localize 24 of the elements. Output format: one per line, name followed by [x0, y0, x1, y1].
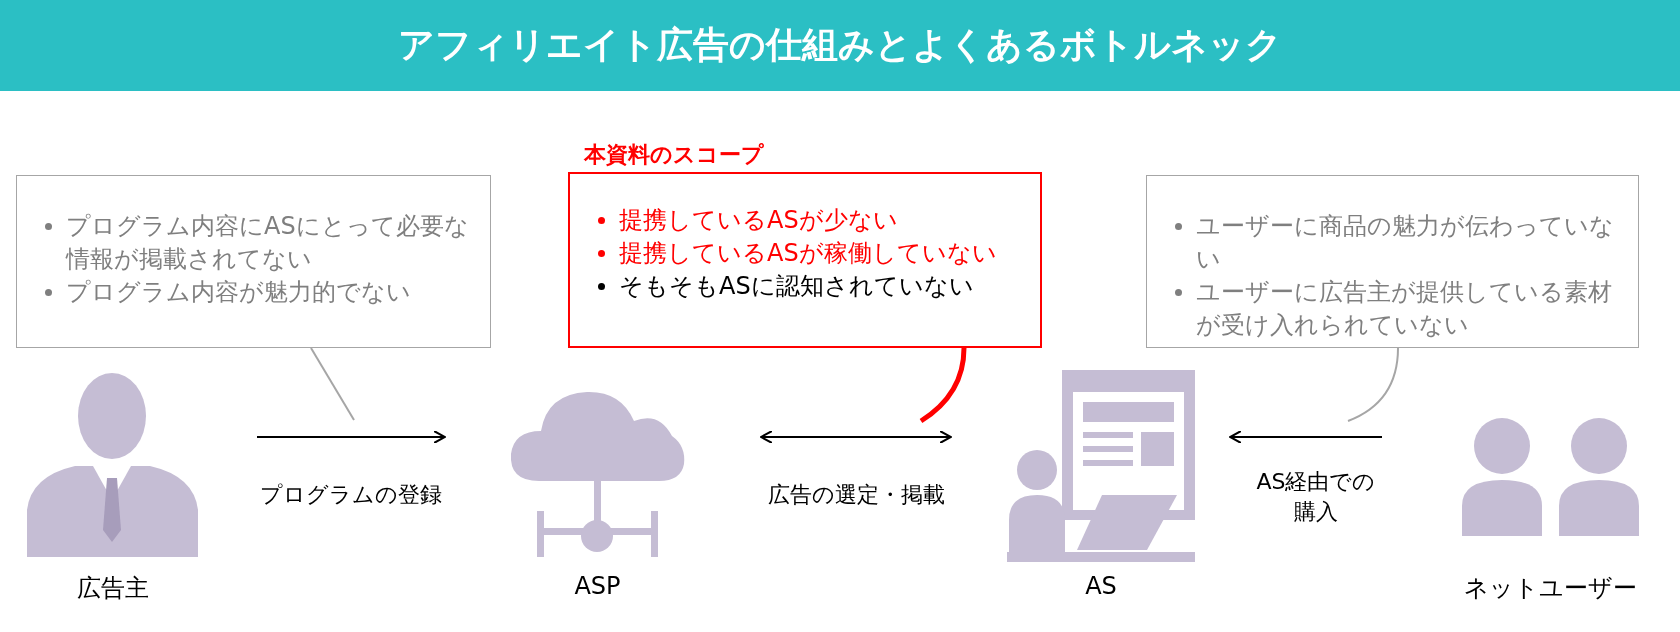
leader-line [310, 347, 355, 421]
edge-label: 広告の選定・掲載 [766, 481, 946, 509]
double-arrow [760, 430, 952, 444]
bullet-text: 提携しているASが少ない [619, 205, 898, 236]
callout-box [1146, 175, 1639, 348]
bullet-text: プログラム内容が魅力的でない [66, 277, 411, 308]
node-label: ASP [574, 572, 621, 600]
node-label: AS [1085, 572, 1117, 600]
node-label: 広告主 [76, 573, 149, 604]
edge-label: プログラムの登録 [259, 481, 443, 509]
arrow [256, 430, 446, 444]
bullet-text: ユーザーに広告主が提供している素材が受け入れられていない [1196, 277, 1613, 341]
bullet-text: プログラム内容にASにとって必要な情報が掲載されてない [66, 211, 470, 275]
edge-label: AS経由での購入 [1255, 468, 1377, 526]
callout-box [16, 175, 491, 348]
bullet-text: 提携しているASが稼働していない [619, 238, 997, 269]
bullet-text: ユーザーに商品の魅力が伝わっていない [1196, 211, 1615, 275]
node-label: ネットユーザー [1464, 573, 1637, 604]
bullet-text: そもそもASに認知されていない [619, 271, 974, 302]
leader-line [1347, 347, 1399, 422]
scope-heading: 本資料のスコープ [584, 141, 764, 169]
title-banner: アフィリエイト広告の仕組みとよくあるボトルネック [0, 0, 1680, 91]
arrow [1229, 430, 1383, 444]
leader-line [919, 347, 967, 424]
